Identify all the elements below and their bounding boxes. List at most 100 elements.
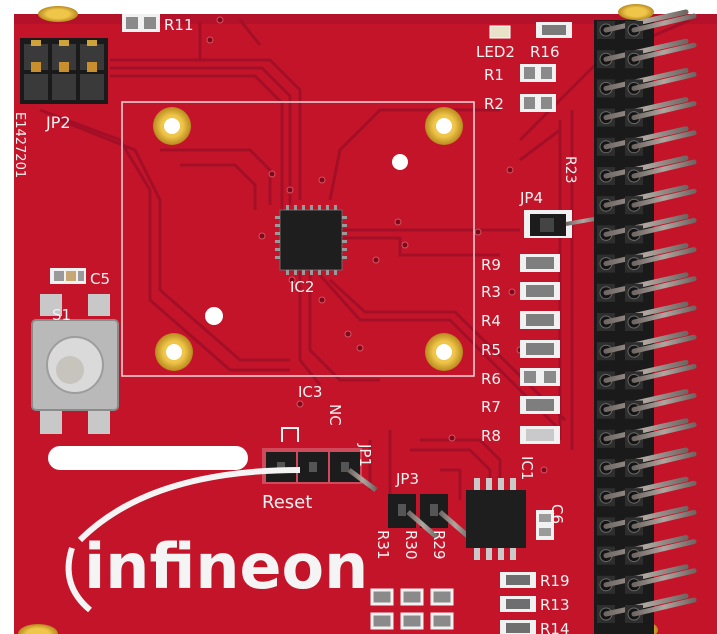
- header-pin: [631, 71, 697, 91]
- s1-pushbutton: [31, 294, 119, 434]
- r16-label: R16: [530, 43, 560, 61]
- corner-pad: [18, 624, 58, 634]
- r7-label: R7: [481, 398, 501, 416]
- resistor-column: [520, 254, 560, 444]
- jp2-header: [20, 38, 108, 104]
- board-slot: [48, 446, 248, 470]
- header-pin: [603, 564, 689, 588]
- jp1-header: [262, 448, 378, 493]
- header-pin: [603, 38, 689, 62]
- corner-pad: [38, 6, 78, 22]
- r9-resistor: [520, 254, 560, 272]
- header-pin: [603, 213, 689, 237]
- r19-label: R19: [540, 572, 570, 590]
- r6-label: R6: [481, 370, 501, 388]
- ic1-chip: [466, 478, 526, 560]
- header-pin: [631, 568, 697, 588]
- r8-label: R8: [481, 427, 501, 445]
- header-pin: [603, 243, 689, 267]
- r8-resistor: [520, 426, 560, 444]
- r31-r30-r29-pads: [370, 588, 454, 630]
- pin-header-right: [594, 9, 697, 634]
- header-pin: [603, 330, 689, 354]
- led2-label: LED2: [476, 43, 515, 61]
- header-pin: [631, 42, 697, 62]
- reset-bracket: [281, 427, 299, 442]
- ic2-label: IC2: [290, 278, 314, 296]
- c6-label: C6: [548, 504, 566, 524]
- header-pin: [603, 301, 689, 325]
- c5-label: C5: [90, 270, 110, 288]
- header-pin: [631, 217, 697, 237]
- jp1-label: JP1: [356, 443, 374, 467]
- r3-label: R3: [481, 283, 501, 301]
- ic3-label: IC3: [298, 383, 322, 401]
- header-pin: [603, 418, 689, 442]
- r13-resistor: [500, 596, 536, 612]
- header-pin: [631, 13, 697, 33]
- r30-label: R30: [402, 530, 420, 560]
- header-pin: [631, 451, 697, 471]
- ic1-label: IC1: [518, 456, 536, 480]
- header-pin: [631, 509, 697, 529]
- header-pin: [603, 272, 689, 296]
- header-pin: [603, 359, 689, 383]
- r19-resistor: [500, 572, 536, 588]
- reset-label: Reset: [262, 492, 312, 513]
- r5-label: R5: [481, 341, 501, 359]
- sensor-outline: [121, 101, 475, 377]
- s1-label: S1: [52, 306, 71, 324]
- corner-pad: [618, 4, 654, 20]
- r14-label: R14: [540, 620, 570, 634]
- header-pin: [603, 184, 689, 208]
- header-pin: [631, 130, 697, 150]
- header-pin: [603, 97, 689, 121]
- header-pin: [603, 155, 689, 179]
- infineon-logo: infineon: [65, 467, 368, 613]
- c5-capacitor: [50, 268, 86, 284]
- header-pin: [603, 505, 689, 529]
- r13-label: R13: [540, 596, 570, 614]
- header-pin: [631, 334, 697, 354]
- r9-label: R9: [481, 256, 501, 274]
- mounting-holes: [153, 107, 463, 371]
- header-pin: [631, 393, 697, 413]
- header-pin: [603, 593, 689, 617]
- r14-resistor: [500, 620, 536, 634]
- serial-number: E1427201: [12, 112, 27, 178]
- ic2-chip: [275, 205, 347, 275]
- header-pin: [603, 126, 689, 150]
- header-pin: [631, 101, 697, 121]
- r3-resistor: [520, 282, 560, 300]
- header-pin: [603, 535, 689, 559]
- nc-label: NC: [326, 404, 344, 426]
- header-pin: [603, 476, 689, 500]
- r6-resistor: [520, 368, 560, 386]
- c6-capacitor: [536, 510, 554, 540]
- r5-resistor: [520, 340, 560, 358]
- header-pin: [631, 363, 697, 383]
- vias: [206, 16, 548, 474]
- led2-component: [489, 25, 511, 39]
- header-pin: [631, 305, 697, 325]
- header-pin: [631, 276, 697, 296]
- r23-label: R23: [562, 156, 578, 184]
- r16-resistor: [536, 22, 572, 38]
- header-pin: [603, 389, 689, 413]
- r1-resistor: [520, 64, 556, 82]
- jp3-label: JP3: [395, 470, 419, 488]
- r11-resistor: [122, 14, 160, 32]
- r2-label: R2: [484, 95, 504, 113]
- r1-label: R1: [484, 66, 504, 84]
- r2-resistor: [520, 94, 556, 112]
- header-pin: [603, 67, 689, 91]
- header-pin: [631, 247, 697, 267]
- r29-label: R29: [430, 530, 448, 560]
- jp4-label: JP4: [519, 189, 543, 207]
- header-pin: [631, 422, 697, 442]
- header-pin: [631, 539, 697, 559]
- r4-label: R4: [481, 312, 501, 330]
- header-pin: [603, 9, 689, 33]
- jp3-header: [388, 494, 472, 540]
